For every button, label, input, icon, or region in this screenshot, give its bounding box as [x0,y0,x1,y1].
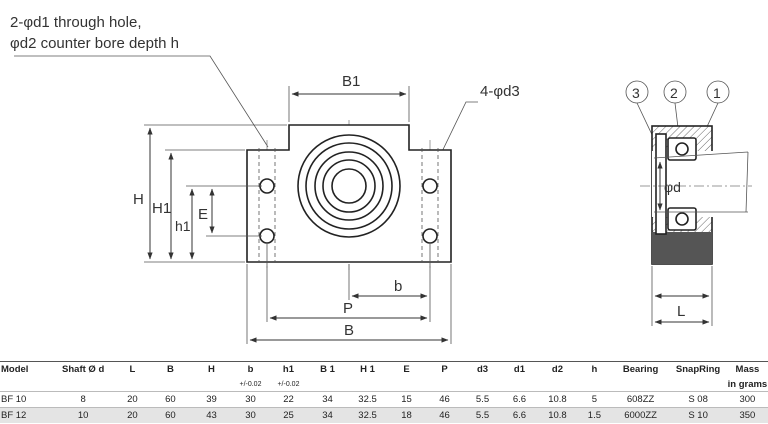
L-extension-lines [651,266,713,326]
housing-base [652,232,712,264]
counter-bore-note: φd2 counter bore depth h [10,35,179,52]
table-cell: 6.6 [500,407,538,423]
L-label: L [677,303,685,320]
through-hole-note: 2-φd1 through hole, [10,14,141,31]
table-cell: 10.8 [537,407,577,423]
table-cell: 6000ZZ [611,407,670,423]
table-cell: 25 [268,407,308,423]
width-extension-lines [246,244,452,344]
table-cell: 30 [232,407,269,423]
d-label: φd [664,179,681,195]
col-header: H 1 [347,361,389,377]
height-extension-lines [144,124,287,263]
H1-label: H1 [152,200,171,217]
table-cell: 32.5 [347,407,389,423]
callout-3-number: 3 [632,85,640,101]
col-header: h [576,361,612,377]
table-cell: 5.5 [464,391,501,408]
col-header: L [114,361,150,377]
table-cell: 34 [307,407,347,423]
col-header: h1 [268,361,308,377]
table-cell: 60 [149,407,191,423]
left-hidden-bore [258,148,276,262]
b-tolerance: +/-0.02 [239,380,262,388]
shaft-bore [331,168,367,204]
table-cell: 39 [190,391,233,408]
bottom-left-hole [259,228,275,244]
col-header: Shaft Ø d [51,361,115,377]
table-cell: 20 [114,391,150,408]
bottom-ball [675,212,689,226]
bottom-right-hole [422,228,438,244]
table-cell: 6.6 [500,391,538,408]
table-cell: 15 [388,391,426,408]
right-hidden-bore [421,148,439,262]
table-cell: 34 [307,391,347,408]
side-view: 3 2 1 φd L [625,80,752,326]
table-cell: BF 10 [0,391,52,408]
table-cell: 1.5 [576,407,612,423]
col-header: Model [0,361,52,377]
table-cell: 30 [232,391,269,408]
top-ball [675,142,689,156]
table-cell: 60 [149,391,191,408]
table-row: BF 10 8 20 60 39 30 22 34 32.5 15 46 5.5… [0,391,768,408]
mass-unit: in grams [727,378,768,390]
h1-tolerance: +/-0.02 [277,380,300,388]
table-cell: 20 [114,407,150,423]
table-cell: S 10 [669,407,727,423]
table-cell: 43 [190,407,233,423]
P-label: P [343,300,353,317]
specification-table: Model Shaft Ø d L B H b h1 B 1 H 1 E P d… [0,361,768,423]
b-label: b [394,278,402,295]
top-right-hole [422,178,438,194]
col-header: SnapRing [669,361,727,377]
table-cell: 18 [388,407,426,423]
table-cell: 608ZZ [611,391,670,408]
h1-label: h1 [175,218,191,234]
col-header: d1 [500,361,538,377]
table-cell: 22 [268,391,308,408]
shaft [653,151,749,213]
col-header: P [425,361,465,377]
col-header: Mass [726,361,768,377]
table-cell: BF 12 [0,407,52,423]
front-view: 2-φd1 through hole, φd2 counter bore dep… [10,14,520,344]
hole-note-leader [435,101,478,165]
table-header-row: Model Shaft Ø d L B H b h1 B 1 H 1 E P d… [0,361,768,377]
table-subheader-row: +/-0.02 +/-0.02 in grams [0,377,768,392]
table-cell: 46 [425,391,465,408]
table-cell: 8 [51,391,115,408]
col-header: B 1 [307,361,347,377]
H-label: H [133,191,144,208]
table-cell: 10 [51,407,115,423]
col-header: b [232,361,269,377]
table-cell: 32.5 [347,391,389,408]
top-left-hole [259,178,275,194]
B-label: B [344,322,354,339]
hole-note: 4-φd3 [480,83,520,100]
table-cell: 5.5 [464,407,501,423]
table-row: BF 12 10 20 60 43 30 25 34 32.5 18 46 5.… [0,407,768,423]
table-cell: 46 [425,407,465,423]
table-cell: 350 [726,407,768,423]
col-header: E [388,361,426,377]
col-header: Bearing [611,361,670,377]
col-header: B [149,361,191,377]
table-cell: 300 [726,391,768,408]
B1-extension-lines [288,86,410,122]
col-header: d2 [537,361,577,377]
table-cell: 5 [576,391,612,408]
note-leader [14,55,269,148]
col-header: d3 [464,361,501,377]
E-label: E [198,206,208,223]
col-header: H [190,361,233,377]
technical-drawing: 2-φd1 through hole, φd2 counter bore dep… [10,14,752,344]
table-cell: 10.8 [537,391,577,408]
B1-label: B1 [342,73,360,90]
callout-2-number: 2 [670,85,678,101]
callout-1-number: 1 [713,85,721,101]
table-cell: S 08 [669,391,727,408]
